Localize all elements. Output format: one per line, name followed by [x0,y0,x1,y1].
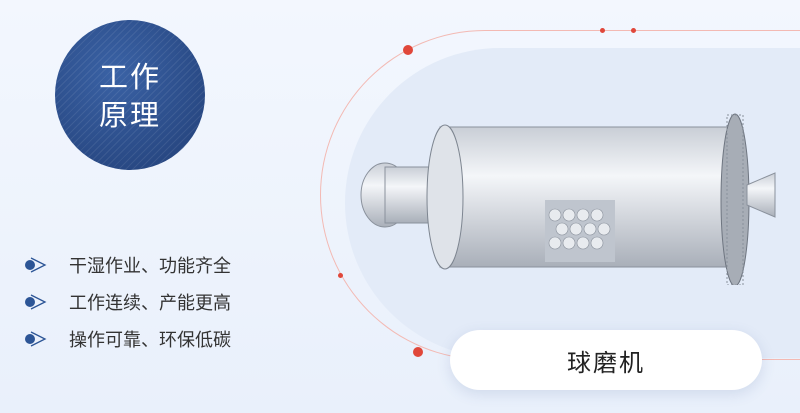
arrow-bullet-icon [25,293,47,311]
title-badge: 工作原理 [55,20,205,170]
arrow-bullet-icon [25,256,47,274]
feature-text: 工作连续、产能更高 [69,292,231,314]
arrow-bullet-icon [25,330,47,348]
decor-dot [403,45,413,55]
decor-dot [600,28,605,33]
decor-dot [631,28,636,33]
badge-line-1: 工作 [98,60,161,94]
badge-line-2: 原理 [98,98,161,132]
feature-text: 操作可靠、环保低碳 [69,329,231,351]
decor-dot [413,347,423,357]
feature-item: 操作可靠、环保低碳 [25,320,231,357]
feature-list: 干湿作业、功能齐全 工作连续、产能更高 操作可靠、环保低碳 [25,246,231,357]
feature-item: 干湿作业、功能齐全 [25,246,231,283]
ball-mill-image [360,113,776,285]
product-name-label: 球磨机 [450,330,762,390]
feature-item: 工作连续、产能更高 [25,283,231,320]
decor-dot [338,273,343,278]
feature-text: 干湿作业、功能齐全 [69,255,231,277]
